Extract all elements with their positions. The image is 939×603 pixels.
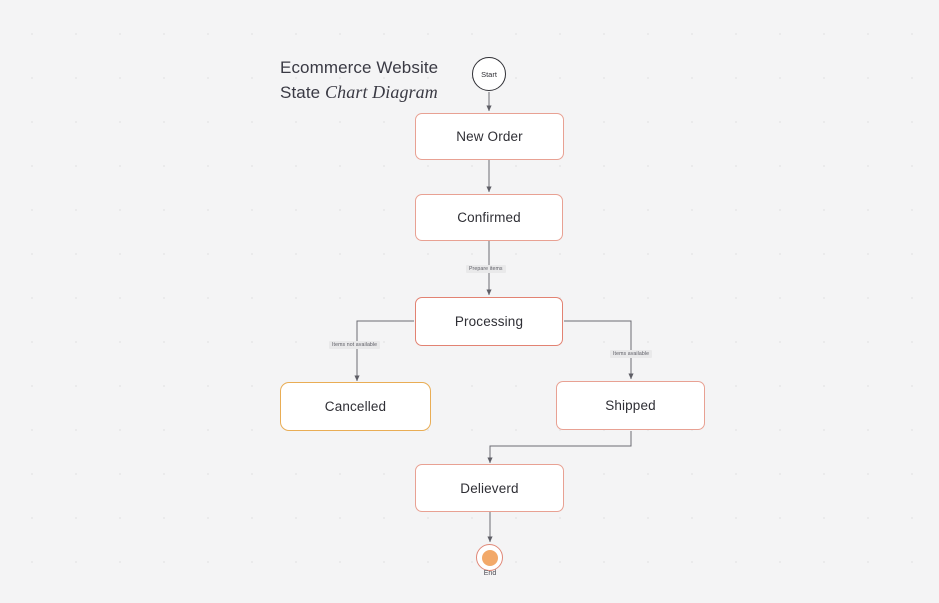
state-node-new-order[interactable]: New Order <box>415 113 564 160</box>
state-node-confirmed-label: Confirmed <box>457 210 521 225</box>
edge-label-items-available: Items available <box>610 350 653 359</box>
state-node-new-order-label: New Order <box>456 129 523 144</box>
edge-label-items-not-available: Items not available <box>329 341 381 350</box>
diagram-title-line2-italic: Chart Diagram <box>325 82 438 102</box>
end-state-node[interactable] <box>476 544 503 571</box>
state-node-cancelled[interactable]: Cancelled <box>280 382 431 431</box>
edge-processing-to-cancelled <box>354 320 414 382</box>
state-node-confirmed[interactable]: Confirmed <box>415 194 563 241</box>
edge-shipped-to-delivered <box>487 431 632 464</box>
diagram-title-line2-plain: State <box>280 83 326 102</box>
state-node-delivered-label: Delieverd <box>460 480 519 496</box>
end-state-label: End <box>483 570 497 577</box>
state-node-shipped[interactable]: Shipped <box>556 381 705 430</box>
state-node-delivered[interactable]: Delieverd <box>415 464 564 512</box>
state-node-cancelled-label: Cancelled <box>324 399 387 414</box>
state-node-processing-label: Processing <box>454 314 524 329</box>
start-state-node[interactable]: Start <box>472 57 506 91</box>
state-node-shipped-label: Shipped <box>605 398 656 413</box>
edge-label-prepare-items: Prepare items <box>466 265 506 274</box>
edge-processing-to-shipped <box>564 320 634 380</box>
diagram-title-line1: Ecommerce Website <box>280 58 439 77</box>
end-state-core <box>481 549 498 566</box>
start-state-label: Start <box>481 69 497 79</box>
state-node-processing[interactable]: Processing <box>415 297 563 346</box>
